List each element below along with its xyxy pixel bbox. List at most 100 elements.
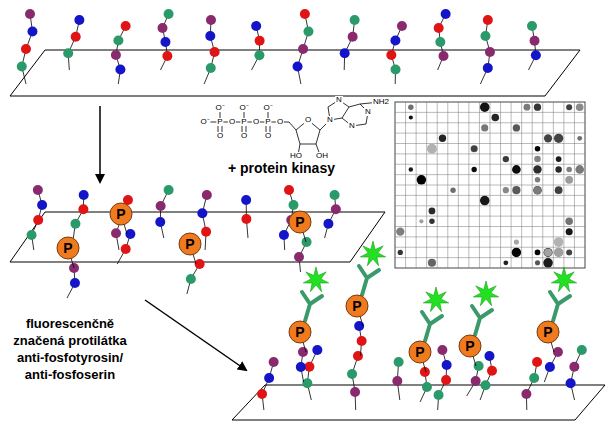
atom-label: OH [315,152,329,160]
circle-fill [289,211,311,233]
phosphate-circle: P [536,320,560,344]
array-spot [576,103,584,111]
grid-line [395,133,585,134]
array-spot [565,176,573,184]
amino-acid-bead [386,50,396,60]
grid-line [395,153,585,154]
circle-fill [459,335,481,357]
grid-line [395,236,585,237]
amino-acid-bead [353,351,363,361]
array-spot [471,145,478,152]
amino-acid-bead [484,351,494,361]
amino-acid-bead [289,200,299,210]
step-label: fluorescenčně značená protilátka anti-fo… [6,316,134,384]
atom-label: N [348,122,356,130]
amino-acid-bead [347,369,357,379]
atom-label: O [228,118,236,126]
array-spot [554,248,563,257]
amino-acid-bead [27,27,37,37]
atom-label: O⁻ [262,104,273,112]
array-spot [566,228,573,235]
amino-acid-bead [121,21,131,31]
amino-acid-bead [298,347,308,357]
antibody [550,292,570,321]
array-spot [566,167,572,173]
circle-fill [537,321,559,343]
amino-acid-bead [206,15,216,25]
atom-label: O [304,116,312,124]
amino-acid-bead [33,185,43,195]
array-spot [512,165,521,174]
phosphate-label: P [458,334,482,358]
amino-acid-bead [113,36,123,46]
amino-acid-bead [566,378,576,388]
array-spot [566,104,572,110]
chemical-bond [342,107,349,118]
amino-acid-bead [202,190,212,200]
amino-acid-bead [206,63,216,73]
array-spot [503,260,508,265]
circle-fill [179,233,201,255]
amino-acid-bead [531,50,541,60]
array-spot [535,146,540,151]
amino-acid-bead [471,376,481,386]
phosphate-label: P [178,232,202,256]
array-spot [471,167,476,172]
array-spot [544,134,552,142]
amino-acid-bead [437,345,447,355]
peptide-chain [344,20,354,70]
grid-line [395,216,585,217]
peptide-chain [160,190,168,238]
amino-acid-bead [435,37,445,47]
amino-acid-bead [298,44,308,54]
fluorophore-star [473,281,498,306]
phosphate-label: P [288,320,312,344]
phosphate-label: P [345,294,369,318]
amino-acid-bead [529,373,539,383]
amino-acid-bead [251,21,261,31]
amino-acid-bead [521,389,531,399]
amino-acid-bead [78,204,88,214]
array-spot [535,250,541,256]
atom-label: O [216,132,224,140]
peptide-chain [262,362,274,410]
phosphate-circle: P [345,294,369,318]
amino-acid-bead [394,357,404,367]
amino-acid-bead [441,9,451,19]
phosphate-circle: P [109,202,133,226]
array-spot [544,248,552,256]
amino-acid-bead [27,230,37,240]
amino-acid-bead [330,190,340,200]
amino-acid-bead [304,362,314,372]
amino-acid-bead [485,47,495,57]
peptide-chain [529,26,536,70]
phosphate-circle: P [288,320,312,344]
grid-line [395,174,585,175]
grid-line [395,257,585,258]
array-spot [429,219,434,224]
amino-acid-bead [357,336,367,346]
atp-structure [205,100,380,155]
peptide-chain [571,350,582,400]
amino-acid-bead [79,190,89,200]
circle-fill [57,237,79,259]
peptide-chain [307,350,317,400]
amino-acid-bead [25,9,35,19]
atom-label: N [335,96,343,104]
atom-label: P [240,118,247,126]
amino-acid-bead [312,345,322,355]
array-spot [533,186,542,195]
circle-fill [289,321,311,343]
grid-line [395,226,585,227]
grid-line [395,164,585,165]
phosphate-label: P [56,236,80,260]
phosphate-circle: P [458,334,482,358]
amino-acid-bead [441,375,451,385]
amino-acid-bead [255,36,265,46]
array-spot [408,104,413,109]
grid-line [395,247,585,248]
atom-label: N [364,108,372,116]
amino-acid-bead [158,23,168,33]
step-label: + protein kinasy [228,160,335,176]
